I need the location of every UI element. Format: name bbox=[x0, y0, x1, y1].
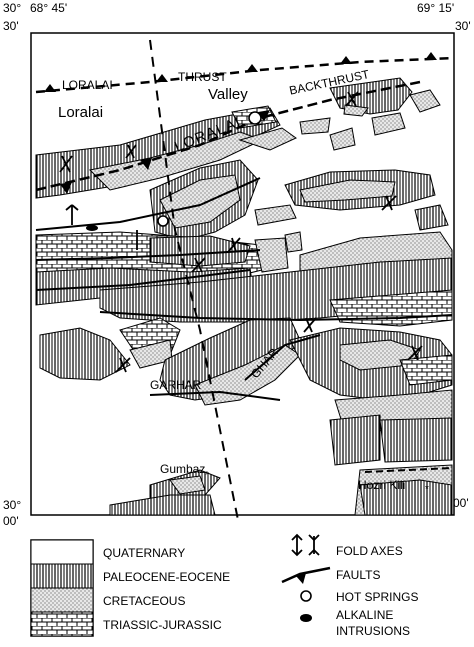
unit-paleocene-eocene bbox=[329, 414, 381, 466]
fault-line bbox=[244, 334, 321, 381]
fault-line bbox=[35, 177, 261, 231]
coord-top-left-lat: 30° bbox=[3, 2, 21, 14]
backthrust-tooth bbox=[60, 182, 72, 194]
unit-paleocene-eocene bbox=[39, 327, 131, 381]
label-loralai-thrust-2: THRUST bbox=[178, 70, 227, 84]
hozri-star: * bbox=[425, 484, 429, 495]
unit-cretaceous bbox=[343, 104, 369, 117]
geologic-map: * * bbox=[30, 32, 455, 521]
unit-cretaceous bbox=[329, 127, 356, 151]
label-hozri-kili: Hozri Kili bbox=[358, 478, 406, 492]
legend-alkaline-2: INTRUSIONS bbox=[336, 624, 411, 638]
thrust-tooth bbox=[340, 56, 352, 64]
unit-cretaceous bbox=[254, 204, 297, 226]
backthrust-line bbox=[35, 80, 421, 192]
unit-paleocene-eocene bbox=[109, 494, 216, 516]
thrust-tooth bbox=[425, 52, 437, 60]
label-loralai-town: Loralai bbox=[58, 104, 104, 121]
fault-line bbox=[364, 467, 453, 473]
thrust-tooth bbox=[156, 74, 168, 82]
alkaline-intrusion-icon bbox=[300, 614, 312, 622]
unit-triassic-jurassic bbox=[399, 354, 453, 386]
thrust-tooth bbox=[246, 64, 258, 72]
unit-cretaceous bbox=[238, 127, 297, 151]
unit-paleocene-eocene bbox=[414, 204, 449, 231]
coord-top-left-lat-min: 30' bbox=[3, 19, 19, 33]
unit-cretaceous bbox=[371, 112, 406, 136]
swatch-paleocene-eocene bbox=[30, 563, 94, 589]
coord-bottom-left-lat-min: 00' bbox=[3, 514, 19, 528]
unit-paleocene-eocene bbox=[149, 235, 251, 267]
fault-line bbox=[35, 269, 251, 291]
lat-deg: 30° bbox=[3, 1, 22, 15]
legend-fold-axes: FOLD AXES bbox=[336, 544, 403, 558]
label-valley: Valley bbox=[208, 86, 248, 103]
unit-cretaceous bbox=[254, 237, 289, 273]
legend-hot-springs: HOT SPRINGS bbox=[336, 590, 419, 604]
hot-spring-marker bbox=[157, 215, 169, 227]
swatch-quaternary bbox=[30, 539, 94, 565]
unit-cretaceous bbox=[284, 231, 303, 253]
dashed-lineament bbox=[149, 39, 239, 521]
unit-cretaceous bbox=[194, 344, 301, 406]
backthrust-tooth bbox=[140, 158, 152, 170]
coord-top-right-lat-min: 30' bbox=[455, 19, 471, 33]
coord-bottom-right-lat-min: 00' bbox=[453, 496, 469, 510]
label-loralai-thrust-1: LORALAI bbox=[62, 78, 113, 92]
legend-faults: FAULTS bbox=[336, 568, 381, 582]
unit-cretaceous bbox=[299, 117, 331, 135]
unit-cretaceous bbox=[169, 475, 206, 495]
backthrust-tooth bbox=[258, 110, 270, 122]
coord-top-left-lon: 68° 45' bbox=[30, 1, 68, 15]
legend-swatches bbox=[30, 533, 331, 637]
fold-axes bbox=[59, 91, 423, 373]
gumbaz-star: * bbox=[205, 470, 209, 481]
alkaline-intrusion-marker bbox=[86, 225, 98, 231]
fault-line bbox=[99, 311, 453, 322]
unit-cretaceous bbox=[409, 89, 441, 113]
unit-paleocene-eocene bbox=[329, 77, 413, 115]
fault-icon bbox=[281, 566, 331, 584]
fault-line bbox=[149, 390, 281, 401]
fold-axes-icon bbox=[291, 533, 320, 557]
hot-spring-marker bbox=[248, 111, 262, 125]
unit-paleocene-eocene bbox=[359, 479, 453, 516]
unit-paleocene-eocene bbox=[379, 417, 453, 463]
thrust-tooth bbox=[44, 84, 56, 92]
legend-alkaline-1: ALKALINE bbox=[336, 608, 394, 622]
label-gumbaz: Gumbaz bbox=[160, 462, 206, 476]
fault-line bbox=[35, 249, 261, 261]
coord-bottom-left-lat: 30° bbox=[3, 498, 22, 512]
loralai-thrust-line bbox=[35, 56, 455, 94]
legend-quaternary: QUATERNARY bbox=[103, 546, 186, 560]
swatch-cretaceous bbox=[30, 587, 94, 613]
legend-paleocene-eocene: PALEOCENE-EOCENE bbox=[103, 570, 231, 584]
legend-triassic-jurassic: TRIASSIC-JURASSIC bbox=[103, 618, 222, 632]
legend-cretaceous: CRETACEOUS bbox=[103, 594, 186, 608]
label-garhar: GARHAR bbox=[150, 378, 202, 392]
swatch-triassic-jurassic bbox=[30, 611, 94, 637]
unit-cretaceous bbox=[299, 179, 396, 203]
hot-spring-icon bbox=[300, 590, 312, 602]
coord-top-right-lon: 69° 15' bbox=[417, 1, 455, 15]
